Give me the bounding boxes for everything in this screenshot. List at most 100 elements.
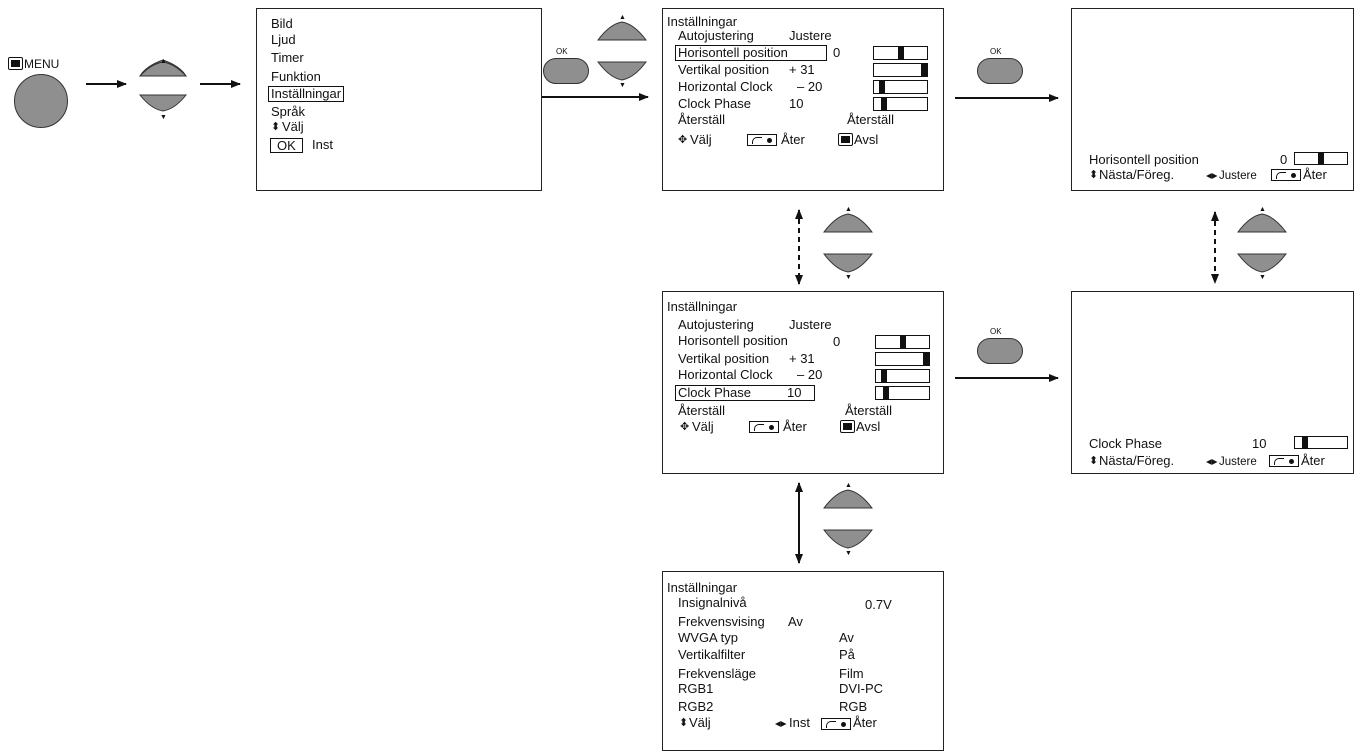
row-label[interactable]: Clock Phase <box>678 96 751 111</box>
menu-button[interactable] <box>14 74 68 128</box>
adjust-panel-1: Horisontell position 0 ⬍ Nästa/Föreg. ◂▸… <box>1071 8 1354 191</box>
leftright-icon: ◂▸ <box>775 718 787 730</box>
down-arrow-icon: ▼ <box>845 550 852 557</box>
nav-next-label: Nästa/Föreg. <box>1099 167 1175 182</box>
return-icon <box>749 421 779 433</box>
nav-exit-label: Avsl <box>856 419 881 434</box>
row-label[interactable]: Horizontal Clock <box>678 79 773 94</box>
main-menu-panel: Bild Ljud Timer Funktion Inställningar S… <box>256 8 542 191</box>
nav-back-label: Åter <box>781 132 805 147</box>
ok-button[interactable] <box>543 58 589 84</box>
autojust-label[interactable]: Autojustering <box>678 28 754 43</box>
menu-item-ljud[interactable]: Ljud <box>271 32 296 47</box>
up-arrow-icon: ▲ <box>160 58 167 65</box>
row-label[interactable]: Horisontell position <box>678 333 788 348</box>
panel-title: Inställningar <box>667 14 738 29</box>
row-value: På <box>839 647 855 662</box>
nav-select-label: Välj <box>282 119 304 134</box>
menu-item-installningar[interactable]: Inställningar <box>267 86 345 102</box>
menu-item-funktion[interactable]: Funktion <box>271 69 321 84</box>
menu-icon <box>838 133 853 146</box>
row-label[interactable]: Vertikal position <box>678 62 770 77</box>
row-label[interactable]: Horizontal Clock <box>678 367 773 382</box>
row-value: 0 <box>833 334 841 349</box>
return-icon <box>821 718 851 730</box>
four-way-icon: ✥ <box>678 134 688 146</box>
menu-item-timer[interactable]: Timer <box>271 50 304 65</box>
nav-adjust-label: Justere <box>1219 456 1257 468</box>
adjust-value: 10 <box>1252 436 1267 451</box>
reset-label[interactable]: Återställ <box>678 112 725 127</box>
row-label[interactable]: Insignalnivå <box>678 595 747 610</box>
level-bar-fill <box>898 47 904 59</box>
row-label[interactable]: Vertikalfilter <box>678 647 746 662</box>
level-bar-fill <box>879 81 885 93</box>
reset-label[interactable]: Återställ <box>678 403 725 418</box>
level-bar <box>873 80 928 94</box>
row-value: Film <box>839 666 864 681</box>
reset-value: Återställ <box>847 112 894 127</box>
row-label[interactable]: Horisontell position <box>675 45 827 61</box>
leftright-icon: ◂▸ <box>1206 170 1218 182</box>
level-bar-fill <box>900 336 906 348</box>
settings-panel-3: Inställningar Insignalnivå 0.7V Frekvens… <box>662 571 944 751</box>
nav-select-label: Välj <box>692 419 714 434</box>
menu-button-label: MENU <box>24 57 60 71</box>
updown-icon: ⬍ <box>679 717 689 729</box>
ok-key-label: OK <box>270 138 303 153</box>
row-label[interactable]: RGB1 <box>678 681 714 696</box>
row-value: + 31 <box>789 62 815 77</box>
nav-back-label: Åter <box>1303 167 1327 182</box>
row-value: Av <box>839 630 854 645</box>
updown-icon: ⬍ <box>271 121 281 133</box>
ok-action-label: Inst <box>312 137 333 152</box>
menu-item-sprak[interactable]: Språk <box>271 104 305 119</box>
rocker-button-5 <box>822 489 874 549</box>
level-bar-fill <box>881 370 887 382</box>
row-value: 10 <box>789 96 804 111</box>
autojust-label[interactable]: Autojustering <box>678 317 754 332</box>
nav-adjust-label: Justere <box>1219 170 1257 182</box>
row-label[interactable]: Vertikal position <box>678 351 770 366</box>
updown-icon: ⬍ <box>1089 169 1099 181</box>
nav-select-label: Välj <box>689 715 711 730</box>
level-bar <box>875 335 930 349</box>
menu-item-bild[interactable]: Bild <box>271 16 293 31</box>
ok-button[interactable] <box>977 58 1023 84</box>
row-label[interactable]: WVGA typ <box>678 630 738 645</box>
settings-panel-1: Inställningar Autojustering Justere Hori… <box>662 8 944 191</box>
menu-icon <box>840 420 855 433</box>
nav-back-label: Åter <box>853 715 877 730</box>
rocker-button-2 <box>596 21 648 81</box>
level-bar-fill <box>1318 153 1324 164</box>
up-arrow-icon: ▲ <box>845 206 852 213</box>
level-bar <box>873 63 928 77</box>
level-bar-fill <box>921 64 927 76</box>
row-label[interactable]: RGB2 <box>678 699 714 714</box>
row-label[interactable]: Frekvensvising <box>678 614 765 629</box>
down-arrow-icon: ▼ <box>845 274 852 281</box>
level-bar <box>875 386 930 400</box>
row-value: Av <box>788 614 803 629</box>
nav-inst-label: Inst <box>789 715 810 730</box>
panel-title: Inställningar <box>667 580 738 595</box>
panel-title: Inställningar <box>667 299 738 314</box>
level-bar <box>1294 436 1348 449</box>
adjust-panel-2: Clock Phase 10 ⬍ Nästa/Föreg. ◂▸ Justere… <box>1071 291 1354 474</box>
leftright-icon: ◂▸ <box>1206 456 1218 468</box>
four-way-icon: ✥ <box>680 421 690 433</box>
row-value: + 31 <box>789 351 815 366</box>
ok-label: OK <box>990 47 1002 56</box>
rocker-button-1 <box>138 59 188 112</box>
autojust-value: Justere <box>789 28 832 43</box>
level-bar <box>1294 152 1348 165</box>
ok-button[interactable] <box>977 338 1023 364</box>
row-label[interactable]: Frekvensläge <box>678 666 757 681</box>
down-arrow-icon: ▼ <box>160 114 167 121</box>
row-value: 0.7V <box>865 597 892 612</box>
ok-label: OK <box>990 327 1002 336</box>
row-label[interactable]: Clock Phase <box>675 385 815 401</box>
up-arrow-icon: ▲ <box>1259 206 1266 213</box>
row-value: 10 <box>787 385 802 400</box>
reset-value: Återställ <box>845 403 892 418</box>
